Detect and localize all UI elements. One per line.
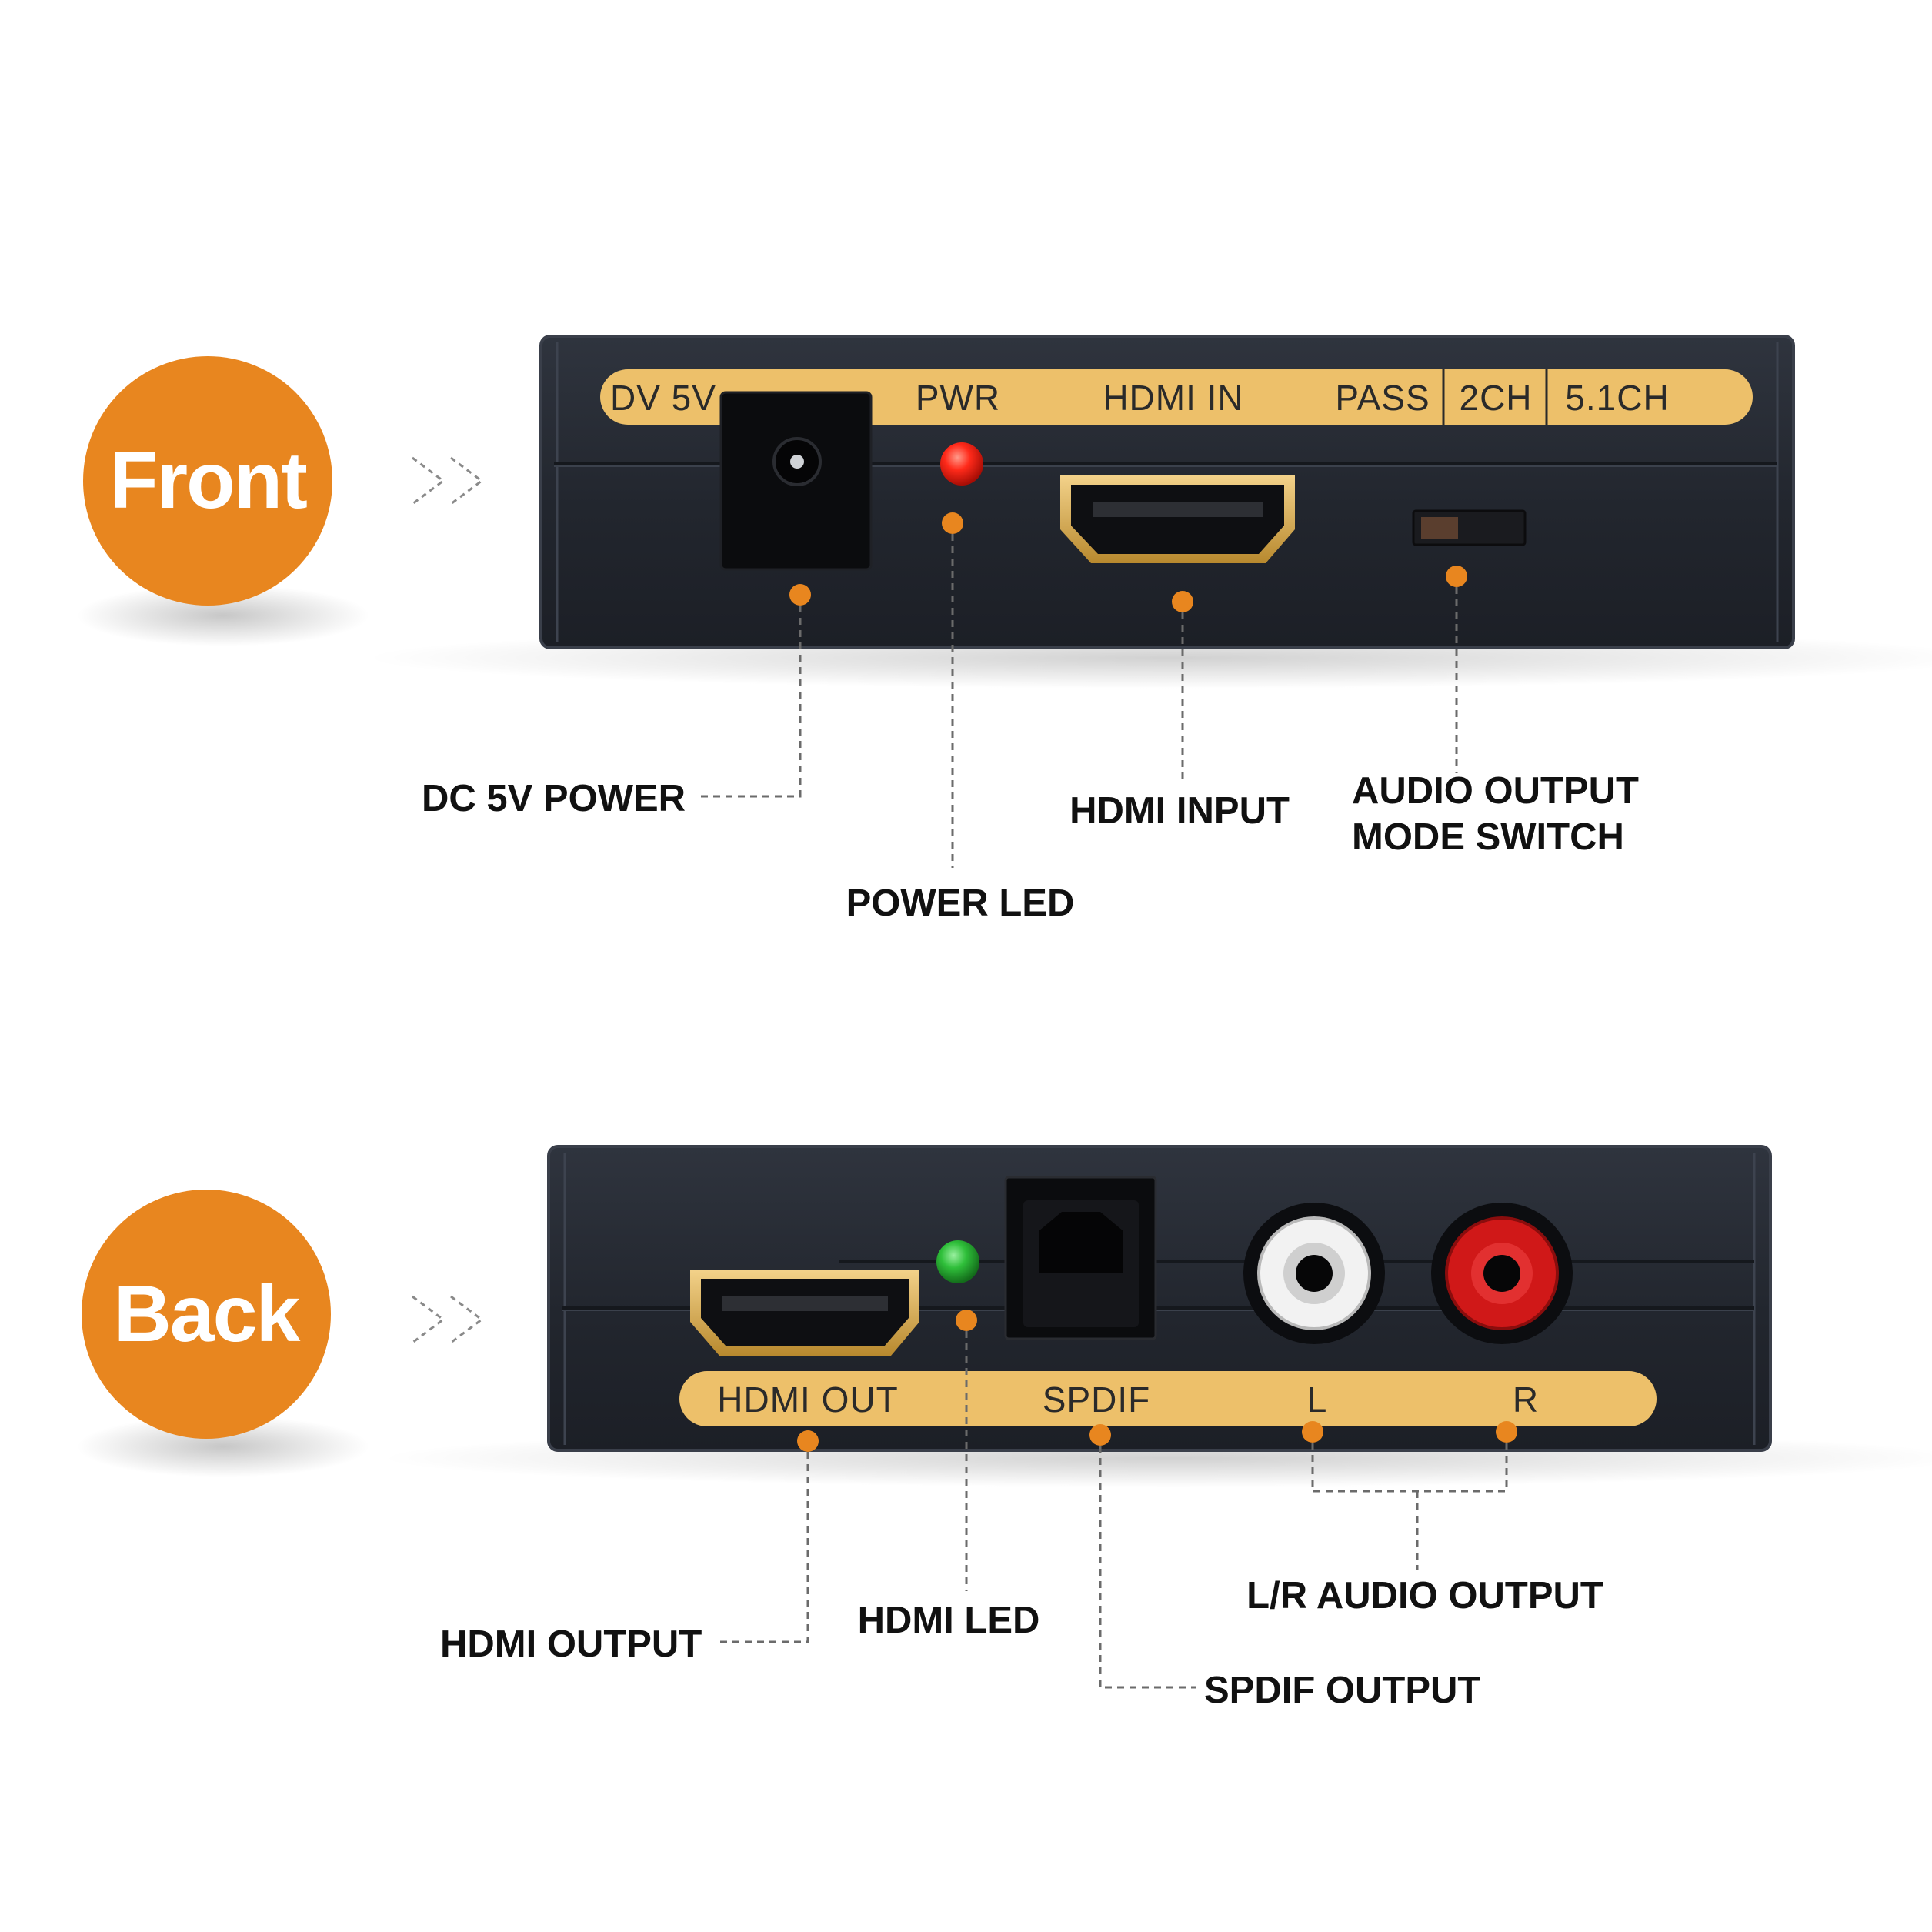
marker-power-led: [942, 512, 963, 534]
marker-hdmi-output: [797, 1430, 819, 1452]
callout-hdmi-output: HDMI OUTPUT: [440, 1623, 702, 1665]
back-badge: [82, 1190, 331, 1439]
callout-hdmi-led: HDMI LED: [858, 1600, 1040, 1641]
hdmi-input-port[interactable]: [1060, 475, 1295, 563]
marker-dc-power: [789, 584, 811, 606]
front-badge-shadow: [77, 585, 369, 646]
audio-mode-switch[interactable]: [1412, 509, 1527, 546]
marker-hdmi-input: [1172, 591, 1193, 612]
leader-dc-power: [696, 606, 802, 798]
chevrons-icon: [412, 456, 484, 506]
hdmi-led: [936, 1240, 979, 1283]
plate-label-2ch: 2CH: [1459, 378, 1532, 418]
plate-label-hdmi-out: HDMI OUT: [717, 1380, 898, 1420]
power-led: [940, 442, 983, 486]
callout-switch-line2: MODE SWITCH: [1352, 816, 1624, 858]
plate-label-l: L: [1307, 1380, 1328, 1420]
back-badge-shadow: [77, 1416, 369, 1477]
leader-lr-audio: [1311, 1443, 1508, 1570]
callout-power-led: POWER LED: [846, 883, 1075, 924]
back-label-plate: [679, 1371, 1657, 1426]
front-badge-label: Front: [109, 436, 307, 526]
leader-hdmi-output: [716, 1452, 809, 1643]
back-device: HDMI OUT SPDIF L R: [547, 1145, 1772, 1452]
front-label-plate: [600, 369, 1753, 425]
plate-label-pwr: PWR: [916, 378, 1000, 418]
dc-power-jack[interactable]: [719, 391, 873, 571]
marker-right: [1496, 1421, 1517, 1443]
callout-spdif-output: SPDIF OUTPUT: [1204, 1670, 1480, 1711]
marker-hdmi-led: [956, 1310, 977, 1331]
spdif-port[interactable]: [1004, 1176, 1157, 1340]
plate-label-r: R: [1513, 1380, 1539, 1420]
leader-spdif: [1099, 1446, 1196, 1689]
callout-switch-line1: AUDIO OUTPUT: [1352, 770, 1639, 812]
plate-label-pass: PASS: [1335, 378, 1430, 418]
hdmi-output-port[interactable]: [690, 1270, 919, 1356]
front-section: Front DV 5V PWR HDMI IN PASS 2CH 5.1CH: [77, 335, 1932, 924]
callout-hdmi-input: HDMI INPUT: [1069, 790, 1290, 832]
plate-label-51ch: 5.1CH: [1565, 378, 1669, 418]
callout-dc-power: DC 5V POWER: [422, 778, 686, 819]
marker-spdif: [1089, 1424, 1111, 1446]
front-device: DV 5V PWR HDMI IN PASS 2CH 5.1CH: [539, 335, 1795, 649]
plate-label-hdmi-in: HDMI IN: [1103, 378, 1243, 418]
front-badge: [83, 356, 332, 606]
marker-mode-switch: [1446, 566, 1467, 587]
chevrons-icon: [412, 1295, 484, 1344]
rca-right-jack[interactable]: [1431, 1203, 1573, 1344]
marker-left: [1302, 1421, 1323, 1443]
back-section: Back: [77, 1145, 1932, 1711]
back-badge-label: Back: [114, 1270, 301, 1359]
rca-left-jack[interactable]: [1243, 1203, 1385, 1344]
callout-lr-audio: L/R AUDIO OUTPUT: [1246, 1575, 1603, 1617]
plate-label-spdif: SPDIF: [1043, 1380, 1150, 1420]
plate-label-dv5v: DV 5V: [610, 378, 716, 418]
